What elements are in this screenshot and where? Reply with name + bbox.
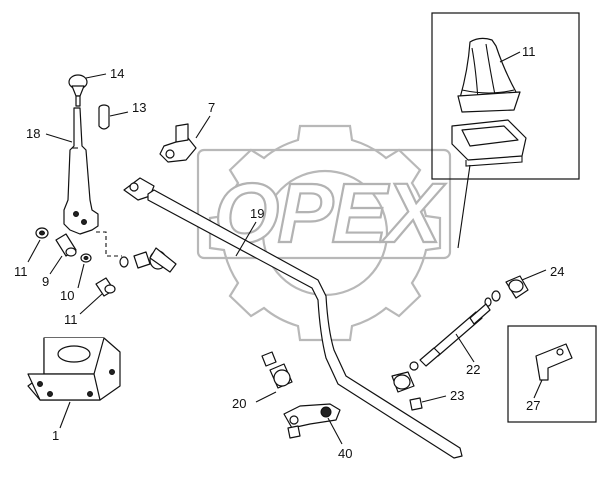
- leader-1: [59, 401, 71, 429]
- callout-7: 7: [208, 100, 215, 115]
- leader-40: [327, 417, 343, 445]
- leader-18: [45, 133, 73, 143]
- leader-11b: [79, 293, 103, 315]
- detail-box-15: [431, 12, 580, 180]
- leader-box-to-boot: [457, 164, 471, 249]
- leader-13: [109, 111, 129, 117]
- shift-boot-part-15: [451, 37, 527, 167]
- leader-15: [499, 51, 521, 63]
- leader-19: [235, 221, 257, 257]
- callout-14: 14: [110, 66, 124, 81]
- leader-14: [85, 73, 107, 79]
- leader-20: [255, 391, 277, 403]
- ball-joint-part-24: [484, 275, 529, 307]
- callout-9: 9: [42, 274, 49, 289]
- leader-22: [455, 333, 475, 363]
- callout-27: 27: [526, 398, 540, 413]
- callout-10: 10: [60, 288, 74, 303]
- washer-part-11a: [35, 227, 49, 239]
- leader-9: [49, 255, 63, 275]
- callout-11a: 11: [14, 264, 28, 279]
- leader-27: [533, 379, 543, 399]
- washer-part-10: [80, 253, 92, 263]
- ball-joint-left: [119, 247, 177, 273]
- leader-23: [421, 395, 447, 403]
- detail-box-27: [507, 325, 597, 423]
- pin-part-9: [55, 233, 77, 257]
- callout-40: 40: [338, 446, 352, 461]
- callout-23: 23: [450, 388, 464, 403]
- ball-stud-part-20: [261, 351, 293, 389]
- bracket-part-27: [535, 343, 573, 381]
- callout-19: 19: [250, 206, 264, 221]
- callout-18: 18: [26, 126, 40, 141]
- leader-11a: [27, 239, 41, 263]
- shift-lever-part-18: [63, 107, 99, 235]
- shift-knob-part-14: [68, 74, 88, 107]
- callout-20: 20: [232, 396, 246, 411]
- bushing-part-13: [98, 104, 110, 130]
- callout-11b: 11: [64, 312, 78, 327]
- callout-13: 13: [132, 100, 146, 115]
- callout-1: 1: [52, 428, 59, 443]
- callout-22: 22: [466, 362, 480, 377]
- bracket-part-7: [159, 123, 197, 163]
- callout-15: 11: [522, 44, 536, 59]
- mount-bracket-part-1: [27, 337, 121, 401]
- leader-24: [521, 269, 547, 281]
- ball-joint-part-23: [391, 371, 423, 411]
- shift-rod-part-19: [123, 177, 463, 459]
- adjuster-rod-part-22: [409, 303, 491, 371]
- lever-arm-part-40: [283, 403, 341, 439]
- dashed-link: [96, 231, 122, 257]
- bushing-part-11b: [95, 277, 116, 297]
- callout-24: 24: [550, 264, 564, 279]
- leader-10: [77, 263, 85, 289]
- leader-7: [195, 115, 211, 139]
